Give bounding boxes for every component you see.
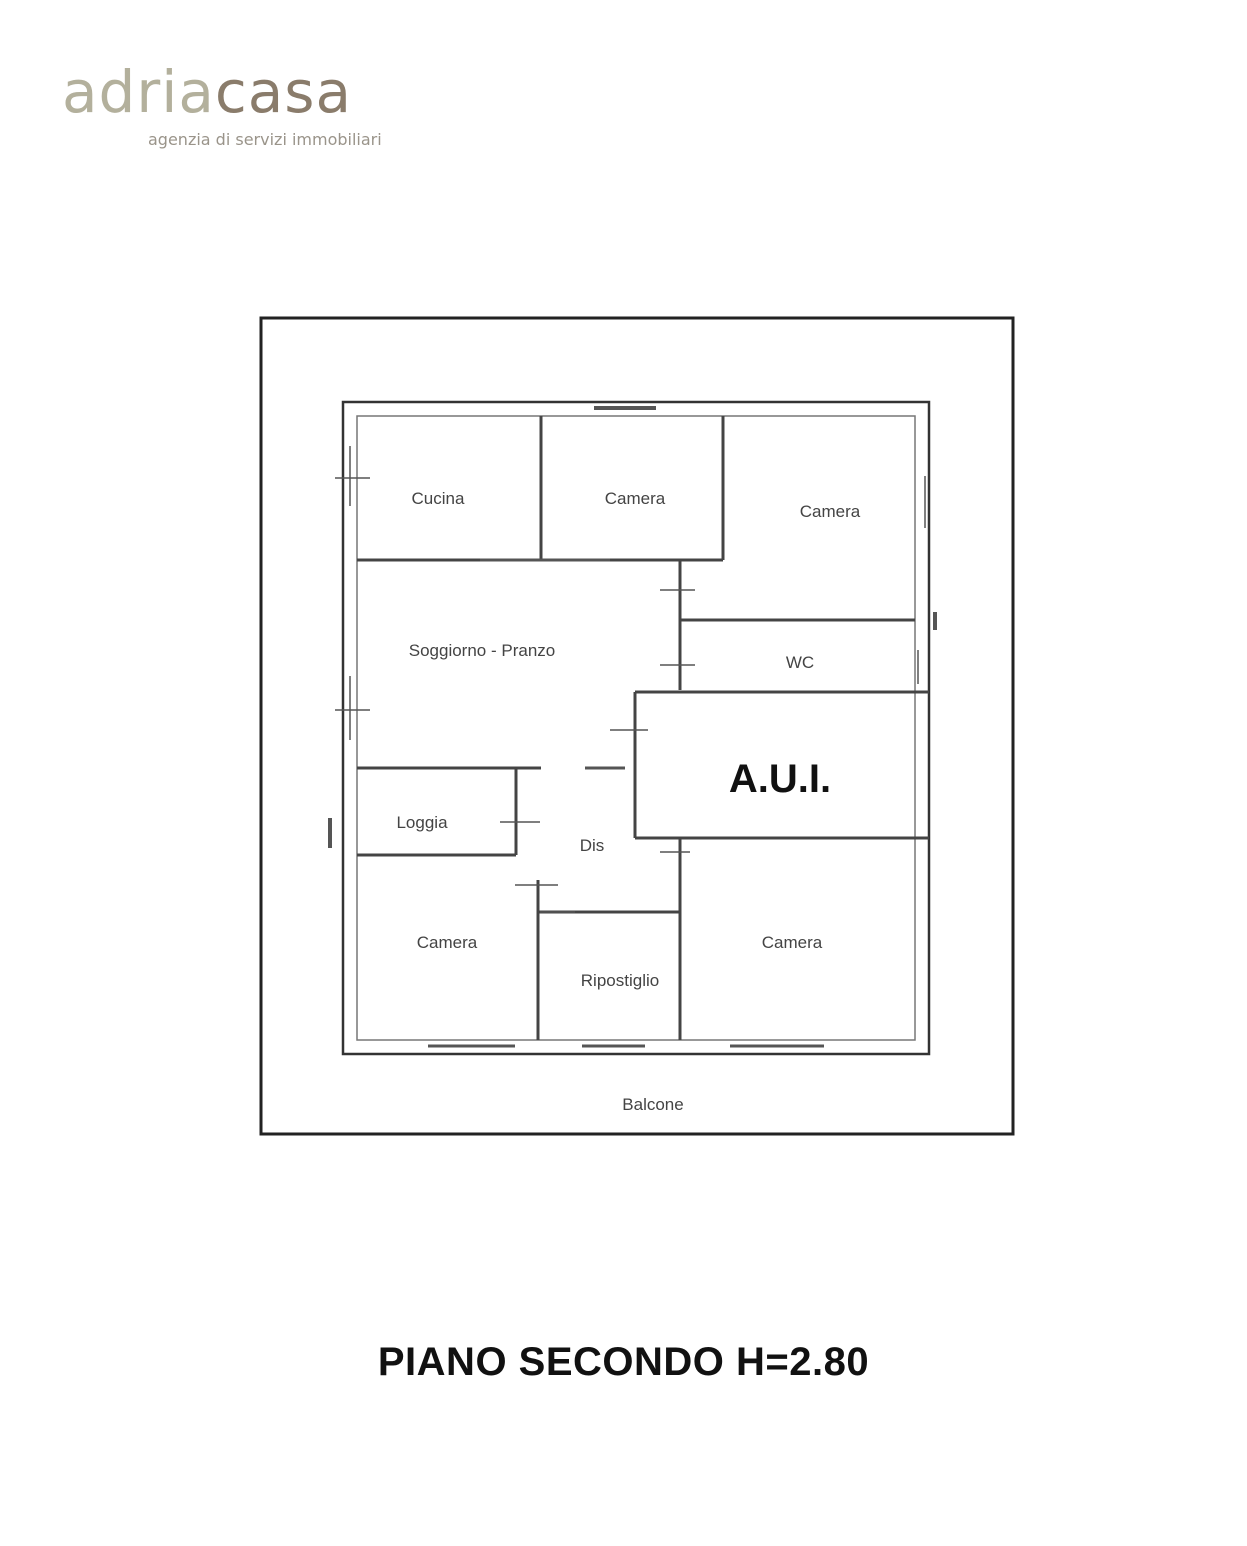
room-label-loggia: Loggia	[396, 813, 448, 832]
floor-title: PIANO SECONDO H=2.80	[377, 1340, 870, 1384]
room-label-camera-top-middle: Camera	[605, 489, 666, 508]
room-label-aui: A.U.I.	[729, 757, 831, 801]
room-label-soggiorno: Soggiorno - Pranzo	[409, 641, 555, 660]
logo-brand-part-2: casa	[214, 58, 353, 126]
room-label-disimpegno: Dis	[580, 836, 605, 855]
room-label-cucina: Cucina	[412, 489, 465, 508]
room-label-ripostiglio: Ripostiglio	[581, 971, 659, 990]
balcony-outer-boundary	[259, 316, 1015, 1136]
logo-brand-part-1: adria	[62, 58, 215, 126]
room-label-camera-top-right: Camera	[800, 502, 861, 521]
openings	[328, 406, 937, 1048]
adriacasa-logo: adriacasa agenzia di servizi immobiliari	[62, 60, 422, 160]
logo-tagline: agenzia di servizi immobiliari	[148, 130, 382, 149]
perimeter-walls	[341, 400, 931, 1056]
room-label-camera-bottom-left: Camera	[417, 933, 478, 952]
room-label-wc: WC	[786, 653, 814, 672]
room-label-camera-bottom-right: Camera	[762, 933, 823, 952]
logo-brand: adriacasa	[62, 60, 352, 124]
room-label-balcone: Balcone	[622, 1095, 683, 1114]
